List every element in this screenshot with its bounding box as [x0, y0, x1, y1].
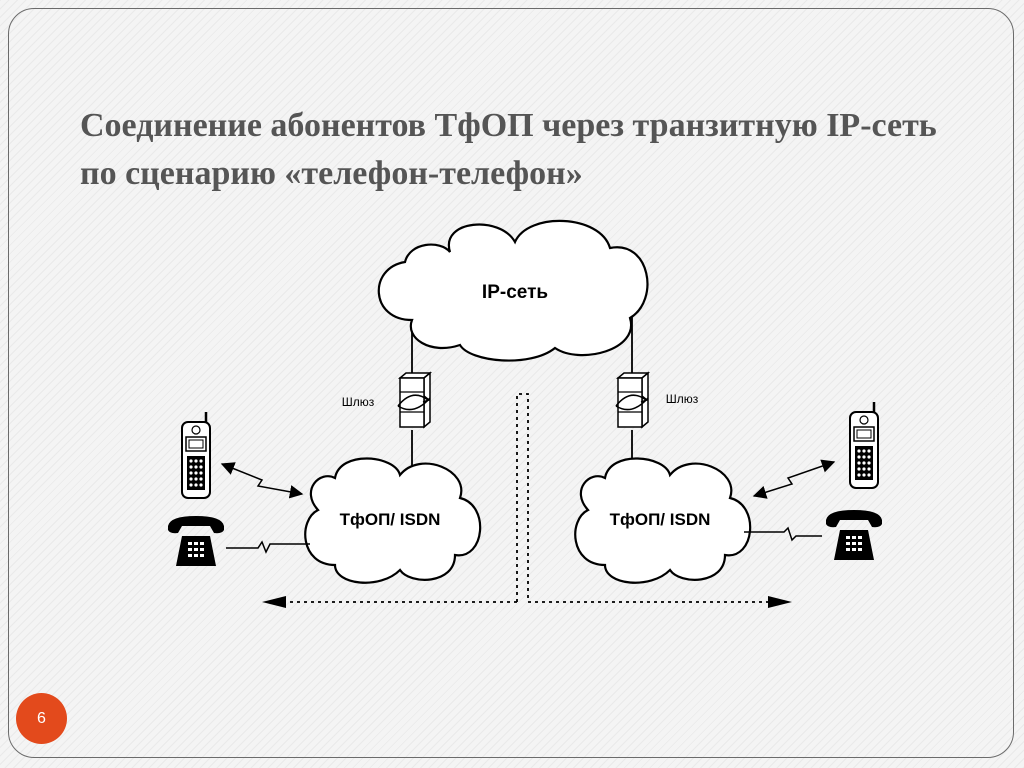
right-pstn-label: ТфОП/ ISDN	[610, 510, 711, 529]
ip-network-label: IP-сеть	[482, 282, 548, 303]
ip-network-cloud	[377, 219, 649, 362]
left-mobile-phone-icon	[180, 410, 212, 500]
right-wireless-link	[752, 459, 836, 499]
left-gateway-label: Шлюз	[342, 395, 375, 409]
right-gateway-icon	[615, 372, 649, 428]
right-mobile-phone-icon	[848, 400, 880, 490]
page-number-badge: 6	[16, 693, 67, 744]
left-desk-phone-icon	[168, 516, 224, 566]
left-pstn-label: ТфОП/ ISDN	[340, 510, 441, 529]
left-wired-link	[226, 540, 310, 554]
left-pstn-cloud	[304, 457, 482, 584]
call-path-right-arrowhead	[768, 596, 792, 608]
slide-frame	[8, 8, 1014, 758]
right-gateway-label: Шлюз	[666, 392, 699, 406]
call-path-left-arrowhead	[262, 596, 286, 608]
right-wired-link	[744, 526, 822, 542]
slide-title: Соединение абонентов ТфОП через транзитн…	[80, 107, 937, 192]
right-pstn-cloud	[574, 457, 752, 584]
call-path-center	[516, 393, 529, 602]
right-desk-phone-icon	[826, 510, 882, 560]
left-wireless-link	[220, 462, 304, 499]
left-gateway-icon	[397, 372, 431, 428]
